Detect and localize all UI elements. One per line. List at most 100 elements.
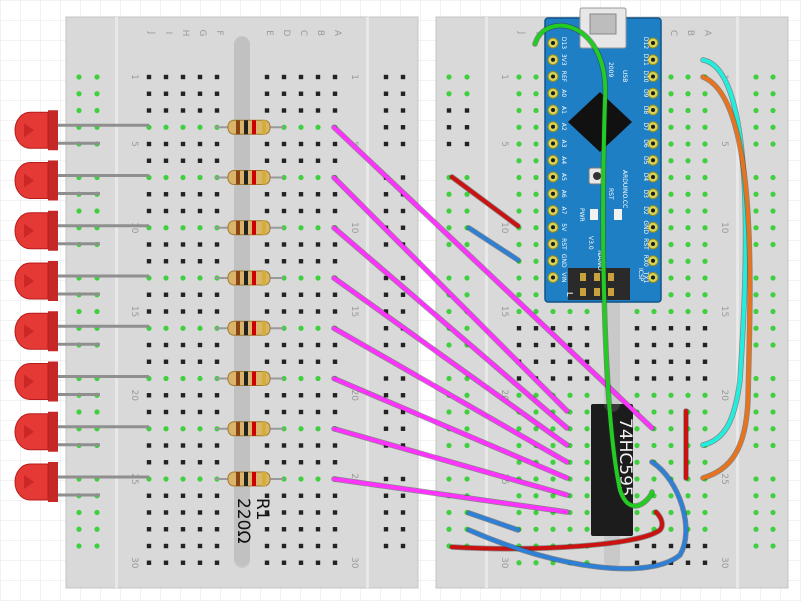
hole-active <box>446 308 452 315</box>
row-number: 5 <box>499 141 509 147</box>
nano-pin-label: A6 <box>560 190 567 198</box>
hole <box>332 393 338 398</box>
nano-pin-hole <box>551 91 555 96</box>
hole-active <box>651 409 657 415</box>
hole-active <box>464 442 470 449</box>
hole <box>197 158 203 163</box>
hole-active <box>533 426 539 432</box>
hole-active <box>753 409 759 415</box>
nano-pin-hole <box>551 191 555 196</box>
hole <box>298 393 304 398</box>
resistor-band <box>236 472 240 486</box>
hole <box>180 91 186 96</box>
hole-active <box>702 493 708 499</box>
hole-active <box>298 426 304 432</box>
row-number: 20 <box>349 390 359 402</box>
hole-active <box>315 325 321 331</box>
arduino-version: V3.0 <box>587 236 594 250</box>
microcontroller-chip <box>568 92 632 152</box>
hole <box>214 560 220 565</box>
hole-active <box>770 275 776 281</box>
hole <box>383 476 389 482</box>
nano-pin-label: A0 <box>560 89 567 97</box>
hole <box>400 108 406 113</box>
hole-active <box>533 141 539 147</box>
hole <box>332 141 338 147</box>
nano-pin-label: RST <box>560 238 567 250</box>
hole <box>400 510 406 515</box>
led-group <box>14 110 149 502</box>
hole-active <box>567 392 573 398</box>
hole-active <box>180 325 186 331</box>
hole <box>298 74 304 80</box>
hole-active <box>753 342 759 348</box>
resistor-band <box>236 120 240 135</box>
hole <box>281 292 287 297</box>
hole <box>332 309 338 314</box>
hole-active <box>516 208 522 214</box>
hole-active <box>298 225 304 231</box>
nano-pin-label: 5V <box>560 223 567 232</box>
row-number: 30 <box>129 557 139 569</box>
hole <box>516 326 522 331</box>
nano-pin-hole <box>551 57 555 62</box>
resistor-band <box>244 271 248 285</box>
hole-active <box>446 442 452 449</box>
hole-active <box>446 208 452 214</box>
hole <box>146 158 152 163</box>
hole <box>332 510 338 515</box>
hole-active <box>533 409 539 415</box>
hole-active <box>584 509 590 516</box>
hole <box>332 259 338 264</box>
rst-label: RST <box>607 188 614 200</box>
hole <box>214 242 220 247</box>
hole-active <box>298 325 304 331</box>
hole <box>298 560 304 565</box>
wire-magenta <box>332 477 569 514</box>
hole-active <box>685 158 691 164</box>
hole-active <box>685 91 691 97</box>
hole <box>383 342 389 348</box>
hole <box>315 192 321 197</box>
hole-active <box>770 543 776 549</box>
hole-active <box>753 91 759 97</box>
rail-divider-right <box>736 17 739 588</box>
resistor-band <box>262 271 266 285</box>
hole <box>332 443 338 448</box>
hole <box>264 393 270 398</box>
hole-active <box>651 442 657 449</box>
icsp-pins <box>580 273 614 296</box>
hole <box>298 510 304 515</box>
hole <box>315 74 321 80</box>
hole <box>197 91 203 96</box>
arduino-year: 2009 <box>607 62 614 77</box>
hole <box>702 376 708 381</box>
hole-active <box>685 124 691 130</box>
hole-active <box>446 275 452 281</box>
hole-active <box>516 158 522 164</box>
hole <box>214 141 220 147</box>
hole <box>264 342 270 348</box>
hole <box>332 91 338 96</box>
hole-active <box>464 409 470 415</box>
hole-active <box>94 208 100 214</box>
hole <box>281 493 287 498</box>
l-label: L <box>565 292 574 297</box>
hole <box>584 326 590 331</box>
hole <box>214 74 220 80</box>
hole-active <box>533 493 539 499</box>
hole-active <box>533 124 539 130</box>
hole-active <box>446 409 452 415</box>
hole <box>264 208 270 214</box>
resistor-band <box>244 220 248 235</box>
row-number: 15 <box>349 306 359 317</box>
led-die <box>24 274 34 288</box>
hole <box>146 510 152 515</box>
nano-pin-label: D3 <box>642 190 649 199</box>
resistor-designator: R1 <box>252 498 272 521</box>
hole-active <box>685 191 691 197</box>
hole <box>400 292 406 297</box>
hole <box>281 409 287 415</box>
